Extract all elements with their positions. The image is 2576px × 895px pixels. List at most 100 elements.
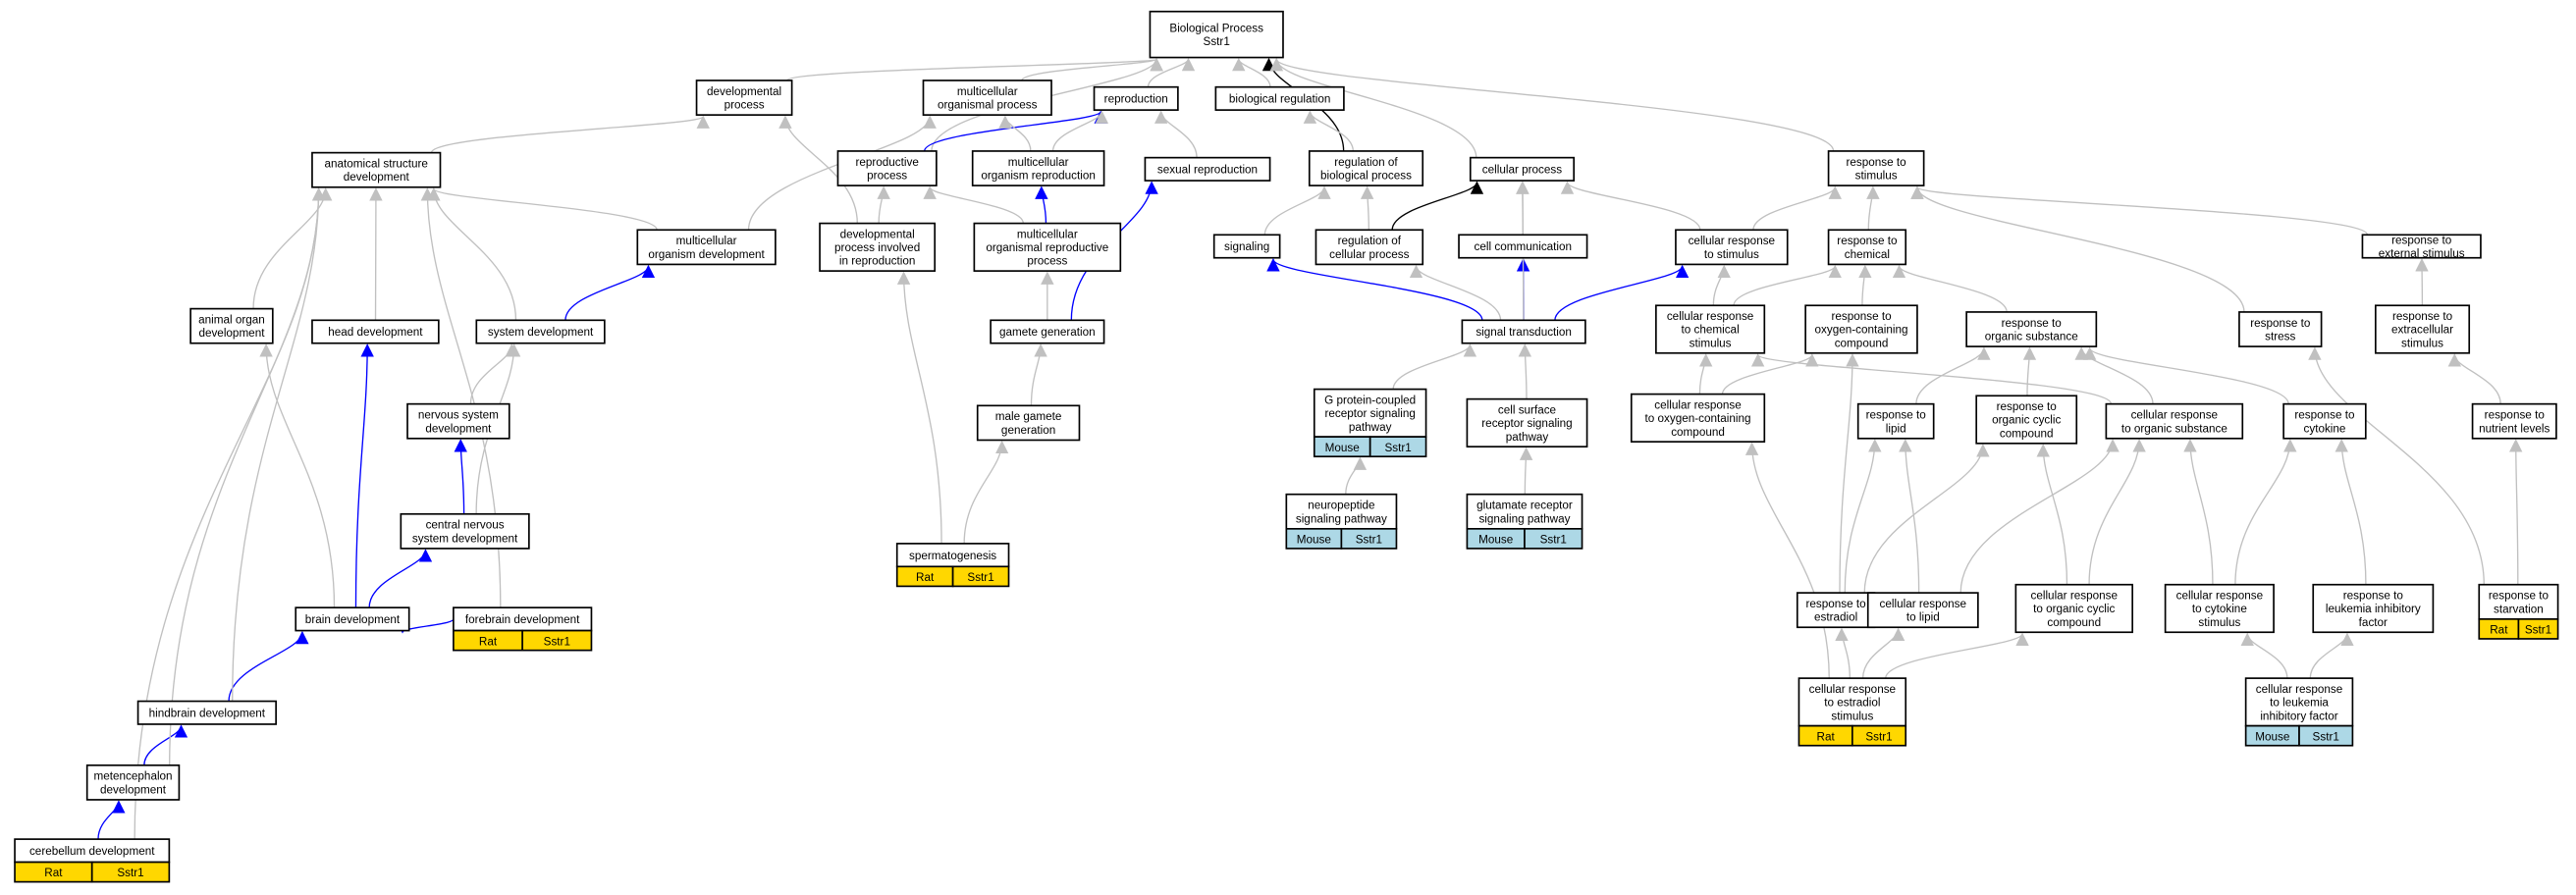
edge-repro-to-bp <box>1147 57 1196 87</box>
edge-crs-to-cp <box>1560 181 1701 231</box>
node-box <box>1965 311 2098 347</box>
node-label: developmental <box>707 85 781 98</box>
edge-mod-to-asd <box>427 187 658 231</box>
node-box <box>976 404 1081 442</box>
node-label: hindbrain development <box>149 707 266 719</box>
species-label: Rat <box>1817 730 1836 743</box>
go-term-node-hbd[interactable]: hindbrain development <box>136 700 277 725</box>
edge-hbd-to-asd <box>232 187 326 702</box>
go-term-node-bioreg[interactable]: biological regulation <box>1214 85 1345 111</box>
go-term-node-sd[interactable]: system development <box>475 319 606 344</box>
edge-rcp-to-cp <box>1391 181 1484 231</box>
edge-crocc-to-cros <box>2088 439 2146 585</box>
edge-roc-to-rtc <box>1858 264 1872 306</box>
go-term-node-bd[interactable]: brain development <box>295 606 410 632</box>
edge-aod-to-asd <box>252 187 333 309</box>
node-label: response to <box>1837 235 1898 247</box>
go-term-node-hd[interactable]: head development <box>311 319 440 344</box>
edge-hbd-to-bd <box>228 630 309 702</box>
go-term-node-cc[interactable]: cell communication <box>1458 234 1588 259</box>
edge-sperm-to-mgg <box>963 440 1009 544</box>
go-term-node-sig[interactable]: signaling <box>1212 234 1281 259</box>
node-label: organism development <box>648 248 765 261</box>
go-term-node-cp[interactable]: cellular process <box>1469 156 1576 182</box>
gene-label: Sstr1 <box>544 635 570 648</box>
go-term-node-st[interactable]: signal transduction <box>1461 319 1586 344</box>
go-term-node-gg[interactable]: gamete generation <box>990 319 1105 344</box>
node-label: biological regulation <box>1229 93 1330 106</box>
node-box <box>1308 150 1424 186</box>
node-box <box>2238 311 2323 347</box>
node-label: stimulus <box>2401 337 2443 349</box>
node-box <box>1315 229 1424 266</box>
node-label: cellular response <box>2176 589 2263 602</box>
gene-cell <box>1524 527 1583 550</box>
node-box <box>1804 304 1918 354</box>
edge-mgg-to-gg <box>1030 343 1047 406</box>
node-label: stimulus <box>1831 710 1873 722</box>
node-label: organism reproduction <box>981 170 1095 183</box>
node-label: forebrain development <box>465 613 580 626</box>
node-label: to leukemia <box>2270 697 2329 710</box>
node-label: to organic substance <box>2121 422 2227 435</box>
go-term-node-repro[interactable]: reproduction <box>1093 85 1179 111</box>
edge-cnsd-to-nsd <box>454 439 467 514</box>
go-term-node-sexrep[interactable]: sexual reproduction <box>1144 156 1271 182</box>
edge-dpir-to-rp <box>877 185 890 224</box>
node-label: cellular response <box>1667 310 1753 323</box>
node-label: oxygen-containing <box>1815 324 1908 337</box>
edge-rtc-to-rts <box>1866 185 1880 231</box>
edge-rcyt-to-ros <box>2083 346 2289 404</box>
node-label: biological process <box>1320 170 1412 183</box>
gene-cell <box>951 565 1010 588</box>
node-label: process <box>867 170 907 183</box>
edge-dev-to-bp <box>785 57 1162 81</box>
